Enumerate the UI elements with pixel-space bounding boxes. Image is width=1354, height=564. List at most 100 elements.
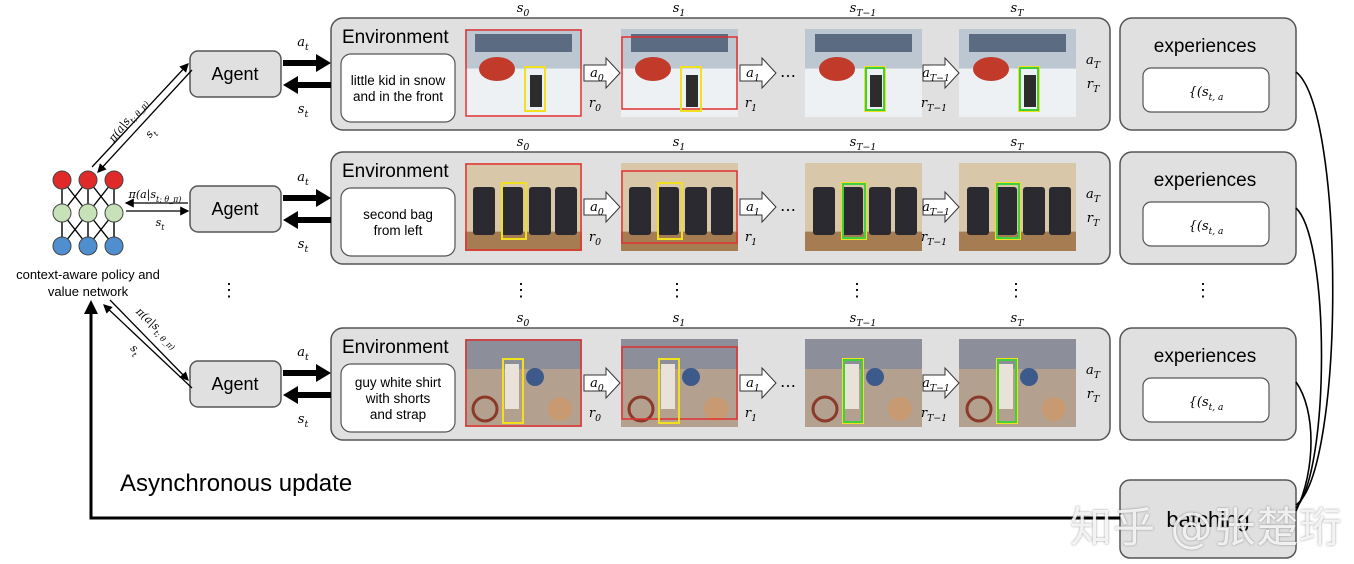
- reward-label: rT−1: [921, 96, 947, 114]
- batching-label: batching: [1166, 507, 1249, 532]
- action-label: aT−1: [922, 200, 950, 218]
- experiences-formula-box: [1142, 67, 1270, 113]
- action-label: a0: [590, 376, 604, 394]
- transition-arrow: [922, 56, 960, 90]
- terminal-action-label: aT: [1086, 363, 1101, 381]
- state-label: s0: [517, 135, 530, 153]
- bag: [841, 187, 863, 235]
- agent-state-label: st: [298, 237, 309, 255]
- state-arrowhead: [283, 76, 298, 94]
- floor: [959, 231, 1076, 251]
- state-label: sT: [1011, 135, 1025, 153]
- experiences-title: experiences: [1154, 346, 1256, 367]
- reward-label: r0: [589, 230, 601, 248]
- person-blue: [1020, 368, 1038, 386]
- terminal-action-label: aT: [1086, 53, 1101, 71]
- state-label: sT: [1011, 311, 1025, 329]
- person-blue: [866, 368, 884, 386]
- query-box: [340, 363, 456, 433]
- agent-box: [189, 50, 282, 98]
- frame-image-0: [465, 163, 582, 251]
- predicted-box: [842, 183, 866, 239]
- predicted-box: [996, 183, 1020, 239]
- bag: [967, 187, 989, 235]
- experiences-title: experiences: [1154, 36, 1256, 57]
- reward-label: r1: [745, 406, 757, 424]
- experiences-formula: {(st, a: [1189, 85, 1224, 103]
- initial-box: [465, 339, 582, 427]
- state-label: s1: [673, 135, 686, 153]
- experiences-formula-box: [1142, 201, 1270, 247]
- policy-state-label: st: [142, 125, 161, 142]
- transition-arrow: [739, 366, 777, 400]
- agent-label: Agent: [211, 374, 258, 394]
- environment-title: Environment: [342, 161, 449, 182]
- agent-to-network-arrow: [103, 304, 193, 389]
- bag: [711, 187, 733, 235]
- target-box: [524, 66, 546, 112]
- action-label: aT−1: [922, 376, 950, 394]
- transition-arrow: [922, 366, 960, 400]
- agent-action-label: at: [297, 35, 309, 53]
- reward-label: r1: [745, 96, 757, 114]
- vertical-ellipsis: ⋮: [668, 280, 686, 300]
- agent-label: Agent: [211, 64, 258, 84]
- reward-label: r1: [745, 230, 757, 248]
- state-arrowhead: [283, 211, 298, 229]
- policy-state-label: st: [156, 216, 166, 232]
- floor: [805, 231, 922, 251]
- frame-image-0: [465, 29, 582, 117]
- horizontal-ellipsis: ⋯: [780, 68, 796, 85]
- vertical-ellipsis: ⋮: [220, 280, 238, 300]
- frame-image-1: [621, 29, 738, 117]
- query-box: [340, 187, 456, 257]
- frame-image-2: [805, 163, 922, 251]
- query-text: guy white shirt: [355, 375, 442, 390]
- state-label: sT: [1011, 1, 1025, 19]
- network-label-line1: context-aware policy and: [16, 267, 160, 282]
- async-update-arrowhead: [84, 300, 98, 314]
- reward-label: r0: [589, 406, 601, 424]
- frame-image-1: [621, 339, 738, 427]
- agent-label: Agent: [211, 199, 258, 219]
- bag: [895, 187, 917, 235]
- target-box: [680, 66, 702, 112]
- query-text: and in the front: [353, 89, 443, 104]
- experience-to-batching-curves: [1295, 71, 1334, 512]
- frame-image-0: [465, 339, 582, 427]
- async-update-arrow: [89, 312, 1120, 520]
- network-to-agent-arrow: [109, 299, 189, 381]
- target-box: [658, 358, 680, 424]
- query-box: [340, 53, 456, 123]
- agent-action-label: at: [297, 345, 309, 363]
- person-face: [548, 397, 572, 421]
- bicycle-wheel: [811, 395, 839, 423]
- bag: [629, 187, 651, 235]
- crowd: [969, 34, 1066, 52]
- action-label: a1: [746, 66, 760, 84]
- async-update-label: Asynchronous update: [120, 470, 352, 497]
- query-text: with shorts: [365, 391, 431, 406]
- transition-arrow: [583, 366, 621, 400]
- frame-image-2: [805, 339, 922, 427]
- bag: [1049, 187, 1071, 235]
- target-box: [657, 182, 683, 240]
- experiences-formula: {(st, a: [1189, 395, 1224, 413]
- action-arrowhead: [316, 54, 331, 72]
- state-label: sT−1: [850, 311, 877, 329]
- bag: [555, 187, 577, 235]
- agent-action-label: at: [297, 170, 309, 188]
- transition-arrow: [583, 56, 621, 90]
- transition-arrow: [739, 190, 777, 224]
- policy-label: π(a|st; θ_π): [128, 188, 182, 204]
- state-label: sT−1: [850, 135, 877, 153]
- action-label: a1: [746, 376, 760, 394]
- person-red-jacket: [479, 57, 515, 81]
- terminal-reward-label: rT: [1087, 387, 1100, 405]
- state-label: sT−1: [850, 1, 877, 19]
- initial-box: [465, 29, 582, 117]
- kid: [530, 75, 542, 107]
